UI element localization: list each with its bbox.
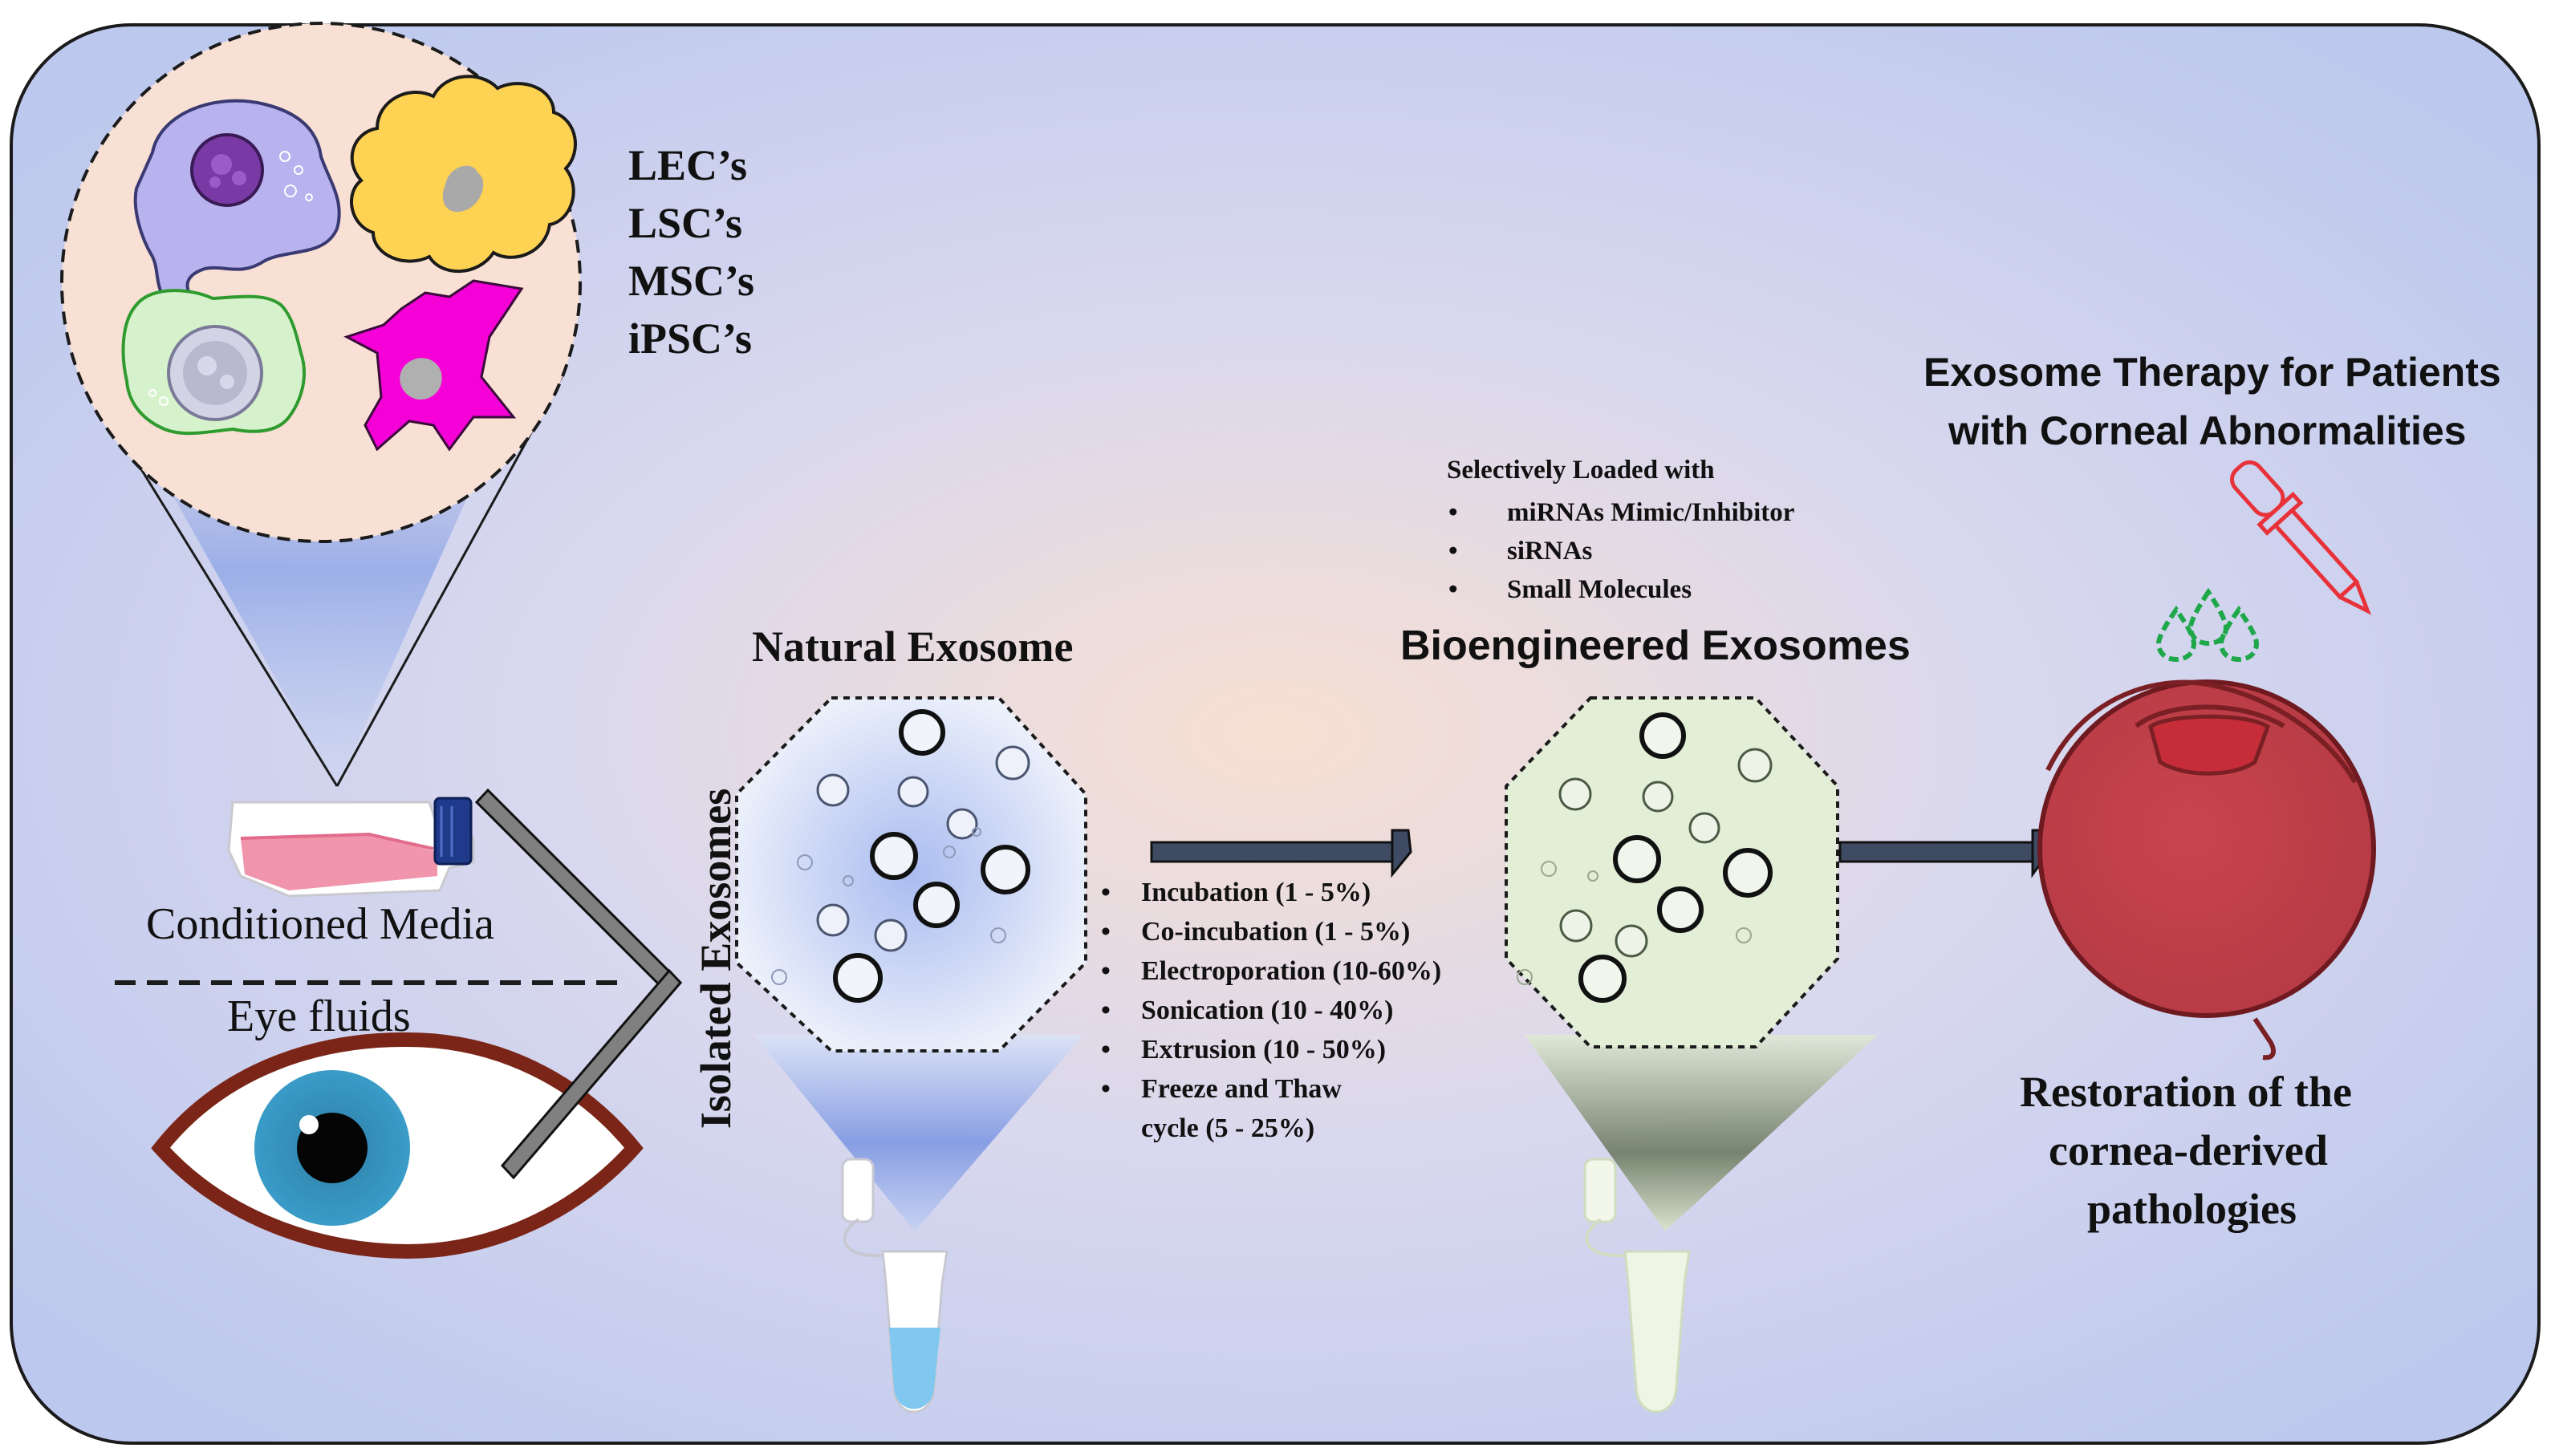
natural-exosome-group xyxy=(735,696,1087,1413)
cargo-item: siRNAs xyxy=(1448,532,1794,570)
culture-flask-icon xyxy=(227,797,475,898)
conditioned-media-label: Conditioned Media xyxy=(146,899,494,949)
background-panel xyxy=(10,23,2541,1445)
loading-arrow xyxy=(1150,829,1412,878)
drops-icon xyxy=(2155,587,2260,663)
cargo-item: miRNAs Mimic/Inhibitor xyxy=(1448,493,1794,532)
bioengineered-exosome-group xyxy=(1505,696,1878,1413)
cell-type-label: iPSC’s xyxy=(628,314,753,363)
loading-method-item: Sonication (10 - 40%) xyxy=(1101,991,1441,1030)
cell-type-label: MSC’s xyxy=(628,257,754,305)
eyeball-icon xyxy=(2037,679,2376,1061)
cargo-heading: Selectively Loaded with xyxy=(1447,456,1715,485)
cell-type-label: LEC’s xyxy=(628,141,748,189)
natural-funnel xyxy=(754,1035,1083,1231)
bioengineered-funnel xyxy=(1525,1035,1878,1231)
bioengineered-title: Bioengineered Exosomes xyxy=(1400,623,1911,669)
isolated-exosomes-label: Isolated Exosomes xyxy=(692,788,740,1130)
eye-fluids-label: Eye fluids xyxy=(227,992,411,1041)
therapy-title-line2: with Corneal Abnormalities xyxy=(1948,408,2467,453)
eye-icon xyxy=(151,1032,644,1259)
loading-method-item: cycle (5 - 25%) xyxy=(1141,1113,1315,1143)
ipsc-cell-icon xyxy=(343,279,524,452)
outcome-line1: Restoration of the xyxy=(2020,1068,2352,1116)
bioengineered-tube-icon xyxy=(1583,1158,1691,1413)
lec-cell-icon xyxy=(133,99,341,317)
cell-type-label: LSC’s xyxy=(628,199,743,247)
lsc-cell-icon xyxy=(350,75,577,274)
natural-exosome-title: Natural Exosome xyxy=(752,623,1074,671)
loading-methods-list: Incubation (1 - 5%) Co-incubation (1 - 5… xyxy=(1101,873,1441,1148)
source-merge-connector xyxy=(474,788,683,1180)
natural-tube-icon xyxy=(841,1158,949,1413)
therapy-title-line1: Exosome Therapy for Patients xyxy=(1923,350,2501,395)
dropper-icon xyxy=(2230,460,2371,615)
cargo-item: Small Molecules xyxy=(1448,570,1794,609)
outcome-line2: cornea-derived xyxy=(2049,1126,2328,1174)
loading-method-item: Co-incubation (1 - 5%) xyxy=(1101,912,1441,951)
loading-method-item: Freeze and Thaw xyxy=(1101,1069,1441,1109)
loading-method-item: Electroporation (10-60%) xyxy=(1101,951,1441,991)
cell-sources-group xyxy=(60,22,582,788)
msc-cell-icon xyxy=(121,289,307,436)
loading-method-item: Incubation (1 - 5%) xyxy=(1101,873,1441,912)
loading-method-item: Extrusion (10 - 50%) xyxy=(1101,1030,1441,1069)
outcome-line3: pathologies xyxy=(2087,1185,2297,1233)
cargo-list: miRNAs Mimic/Inhibitor siRNAs Small Mole… xyxy=(1448,493,1794,609)
